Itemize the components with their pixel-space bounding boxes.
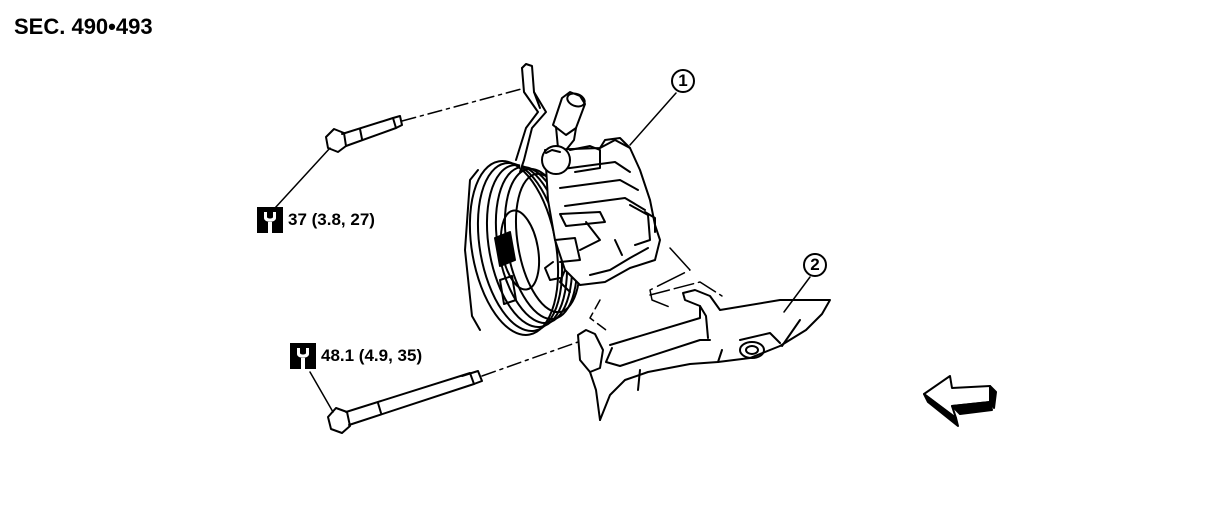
pump-support-arm: [577, 289, 831, 421]
lower-bolt: [327, 370, 483, 434]
upper-bolt: [325, 115, 403, 153]
torque-wrench-icon: [290, 343, 316, 369]
pump-body: [544, 137, 661, 293]
torque-wrench-icon: [257, 207, 283, 233]
callout-1: 1: [671, 69, 695, 93]
torque-value-lower: 48.1 (4.9, 35): [321, 346, 423, 365]
torque-value-upper: 37 (3.8, 27): [288, 210, 375, 229]
pump-bracket: [515, 63, 547, 173]
torque-spec-upper: 37 (3.8, 27): [257, 207, 375, 233]
bracket-dash-outline: [589, 247, 723, 331]
callout-2: 2: [803, 253, 827, 277]
front-direction-arrow-icon: [923, 375, 997, 427]
torque-spec-lower: 48.1 (4.9, 35): [290, 343, 422, 369]
section-code: SEC. 490•493: [14, 14, 153, 39]
pump-fittings: [541, 91, 601, 175]
